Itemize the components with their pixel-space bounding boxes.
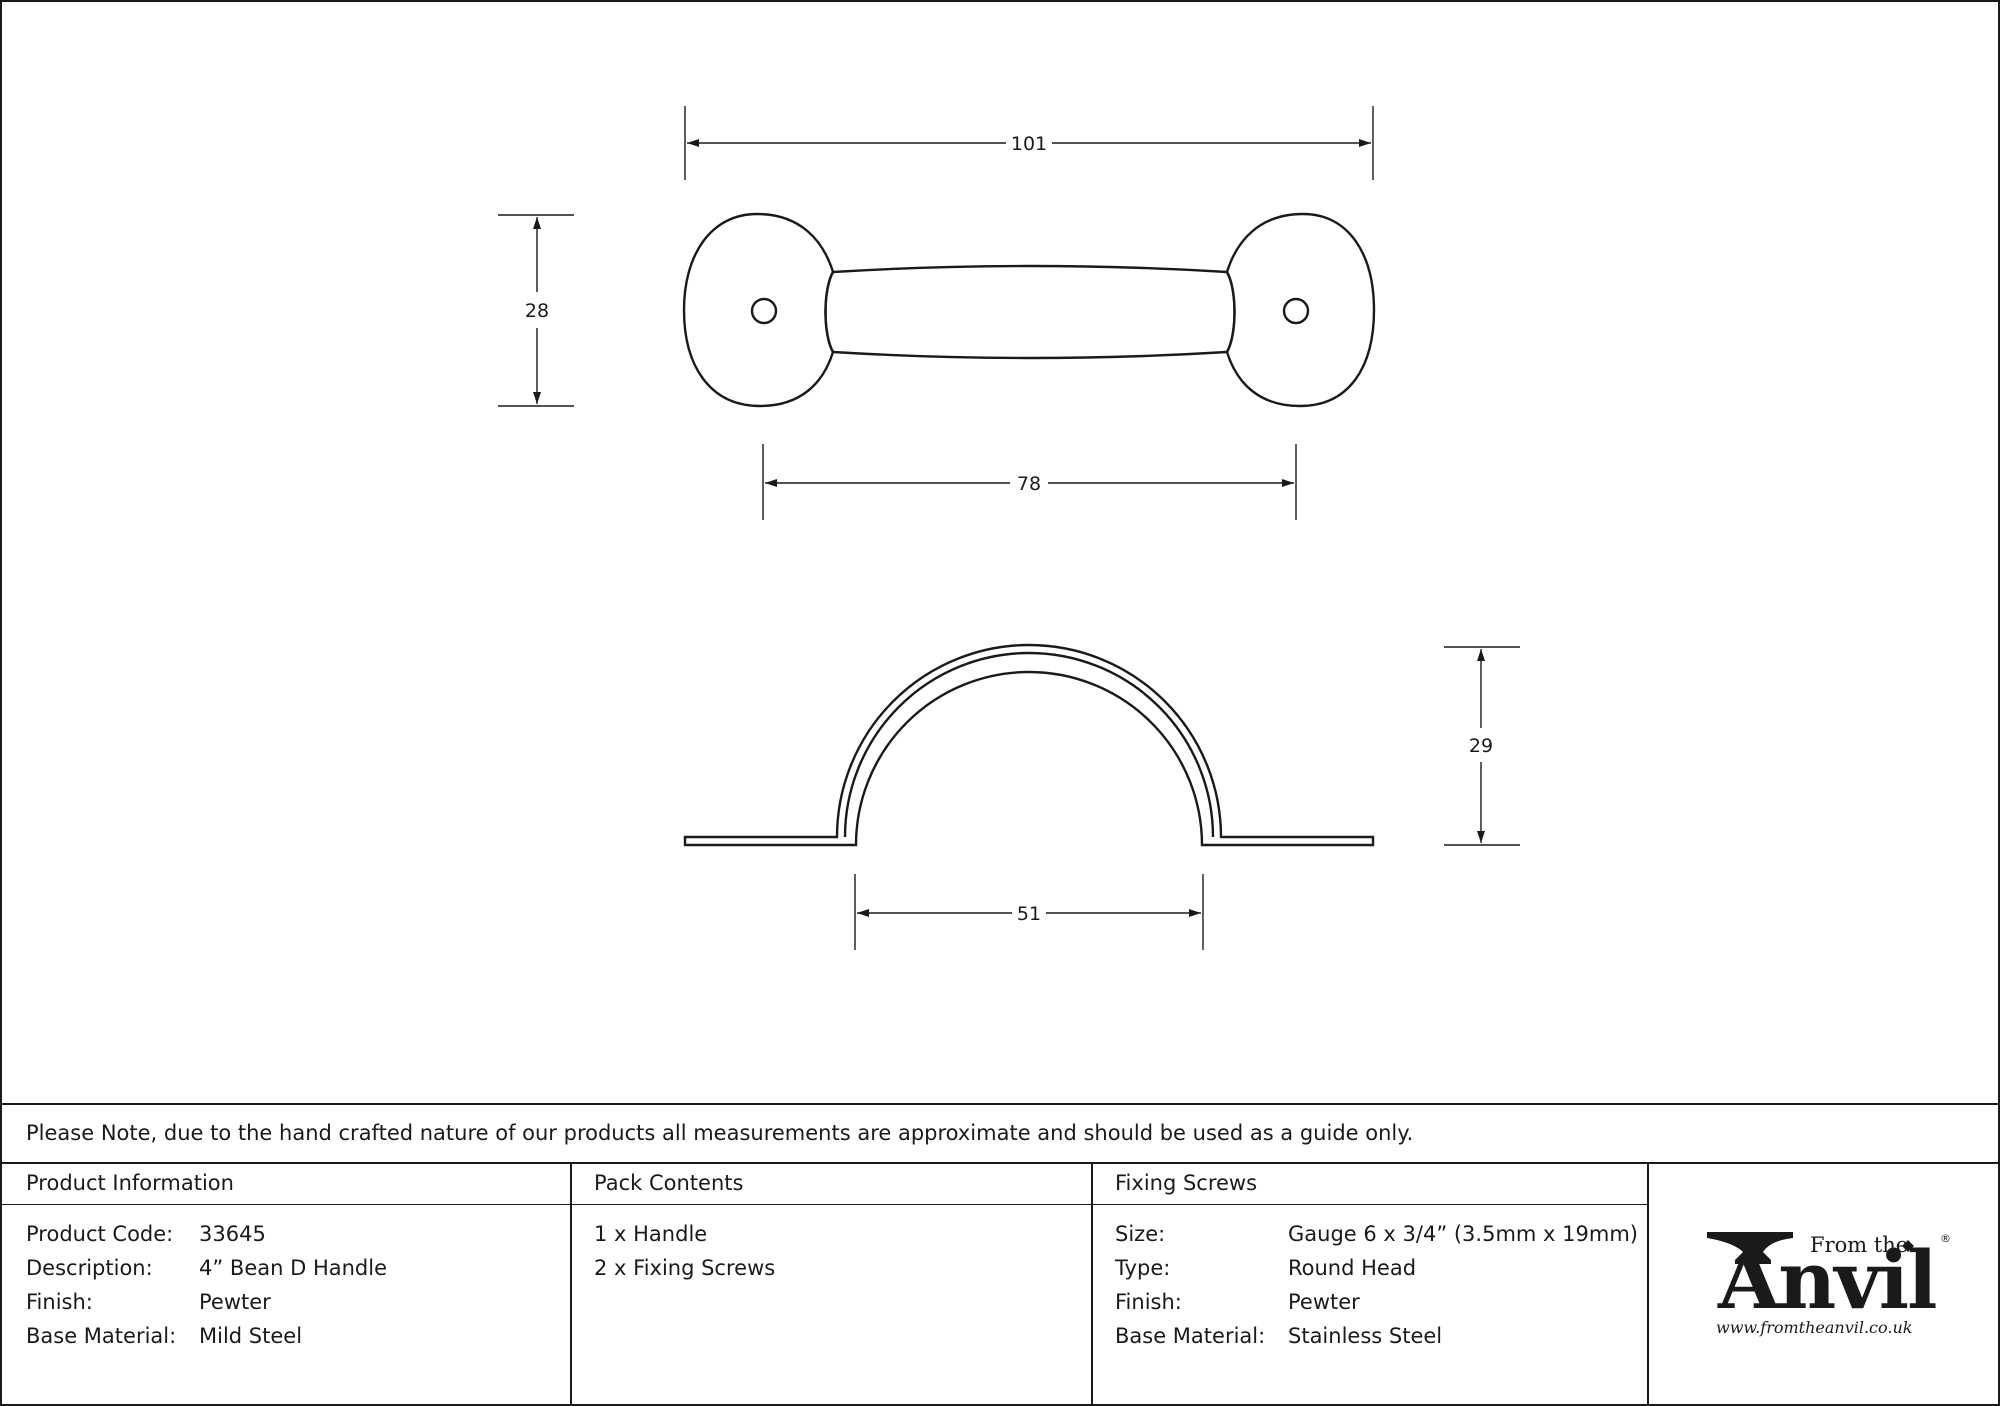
- dim-text-78: 78: [1017, 473, 1041, 495]
- fixing-screws-heading: Fixing Screws: [1115, 1171, 1258, 1195]
- product-code-value: 33645: [199, 1222, 266, 1246]
- screw-type-value: Round Head: [1288, 1256, 1417, 1280]
- logo-website: www.fromtheanvil.co.uk: [1716, 1318, 1913, 1337]
- dimension-overall-length: 101: [684, 106, 1374, 180]
- anvil-icon: [1707, 1232, 1793, 1264]
- base-material-label: Base Material:: [26, 1324, 177, 1348]
- fixing-hole-left: [750, 297, 778, 325]
- screw-type-label: Type:: [1115, 1256, 1171, 1280]
- heading-rule: [0, 1204, 1647, 1205]
- fixing-hole-right: [1282, 297, 1310, 325]
- dim-text-29: 29: [1469, 735, 1493, 757]
- screw-size-label: Size:: [1115, 1222, 1166, 1246]
- product-code-label: Product Code:: [26, 1222, 174, 1246]
- dim-text-101: 101: [1011, 133, 1047, 155]
- pack-contents-heading: Pack Contents: [594, 1171, 744, 1195]
- note-rule: [0, 1162, 2000, 1164]
- pack-item: 1 x Handle: [594, 1222, 708, 1246]
- screw-material-label: Base Material:: [1115, 1324, 1266, 1348]
- title-block-top-rule: [0, 1103, 2000, 1105]
- finish-label: Finish:: [26, 1290, 93, 1314]
- dimension-grip-length: 51: [854, 874, 1204, 950]
- product-info-heading: Product Information: [26, 1171, 234, 1195]
- logo-anvil-wordmark: Anvil: [1718, 1233, 1937, 1327]
- pack-item: 2 x Fixing Screws: [594, 1256, 776, 1280]
- base-material-value: Mild Steel: [199, 1324, 303, 1348]
- technical-drawing: 101 28 78 29 51: [498, 106, 1520, 950]
- dim-text-28: 28: [525, 300, 549, 322]
- logo-from-the: From the: [1810, 1233, 1909, 1257]
- screw-finish-value: Pewter: [1288, 1290, 1360, 1314]
- handle-top-view: [682, 212, 1376, 408]
- description-label: Description:: [26, 1256, 153, 1280]
- divider-2: [1091, 1163, 1093, 1406]
- divider-3: [1647, 1163, 1649, 1406]
- divider-1: [570, 1163, 572, 1406]
- handle-side-view: [683, 643, 1375, 847]
- screw-size-value: Gauge 6 x 3/4” (3.5mm x 19mm): [1288, 1222, 1638, 1246]
- logo-registered-mark: ®: [1940, 1232, 1951, 1245]
- screw-finish-label: Finish:: [1115, 1290, 1182, 1314]
- description-value: 4” Bean D Handle: [199, 1256, 387, 1280]
- screw-material-value: Stainless Steel: [1288, 1324, 1443, 1348]
- dim-text-51: 51: [1017, 903, 1041, 925]
- disclaimer-note: Please Note, due to the hand crafted nat…: [26, 1121, 1414, 1145]
- diamond-icon: [1902, 1240, 1914, 1252]
- dimension-projection: 29: [1444, 646, 1520, 846]
- finish-value: Pewter: [199, 1290, 271, 1314]
- dimension-width: 28: [498, 214, 574, 407]
- dimension-fixing-centres: 78: [762, 444, 1297, 520]
